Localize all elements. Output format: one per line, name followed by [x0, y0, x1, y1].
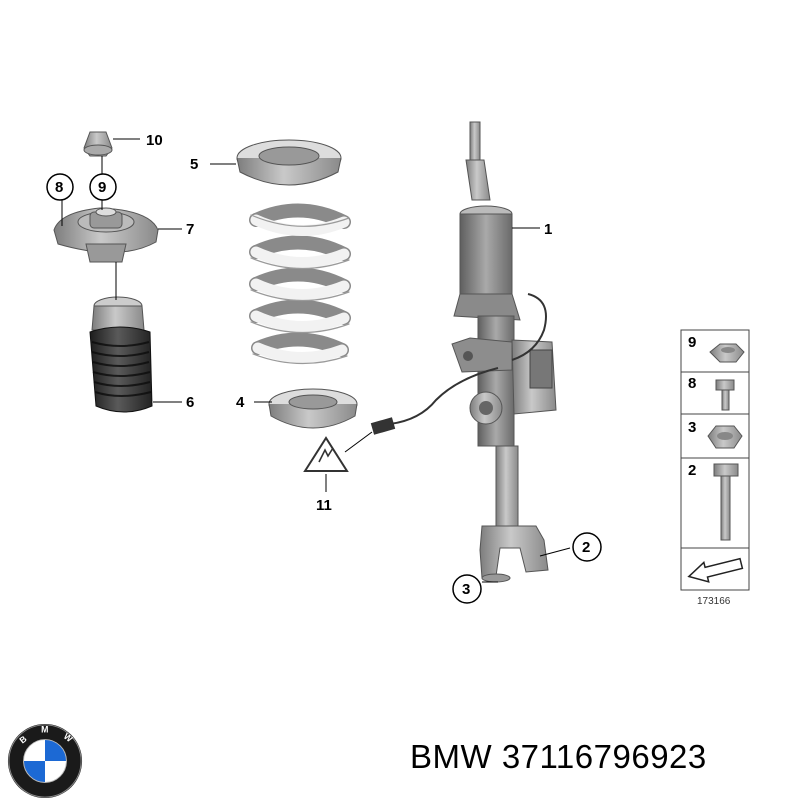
callout-2: 2	[582, 539, 590, 556]
callout-5: 5	[190, 156, 198, 173]
part-11-warning-triangle	[303, 431, 373, 492]
svg-text:B: B	[18, 734, 29, 746]
callout-3: 3	[462, 581, 470, 598]
legend-item-label: 2	[688, 462, 696, 479]
part-4-lower-spring-seat	[254, 388, 358, 429]
legend-item-label: 8	[688, 375, 696, 392]
drawing-number: 173166	[697, 596, 731, 607]
part-10-nut	[83, 131, 140, 157]
callout-1: 1	[544, 221, 552, 238]
fastener-legend: 9 8 3 2 173166	[680, 329, 750, 607]
callout-7: 7	[186, 221, 194, 238]
callout-4: 4	[236, 394, 245, 411]
part-7-top-mount	[53, 207, 182, 263]
coil-spring	[249, 203, 351, 365]
part-1-shock-absorber	[370, 121, 557, 583]
callout-9: 9	[98, 179, 106, 196]
legend-item-label: 3	[688, 419, 696, 436]
bmw-logo: B M W	[7, 723, 83, 799]
part-6-protection-bellows	[89, 296, 182, 413]
callout-10: 10	[146, 132, 163, 149]
part-caption: BMW 37116796923	[410, 738, 707, 775]
callout-11: 11	[316, 497, 332, 514]
callout-8: 8	[55, 179, 63, 196]
callout-6: 6	[186, 394, 194, 411]
svg-text:M: M	[41, 725, 48, 735]
part-5-upper-spring-seat	[210, 139, 342, 186]
callouts: 10 8 9 7 6 5 4 11 1 2 3	[46, 132, 602, 604]
legend-item-label: 9	[688, 334, 696, 351]
